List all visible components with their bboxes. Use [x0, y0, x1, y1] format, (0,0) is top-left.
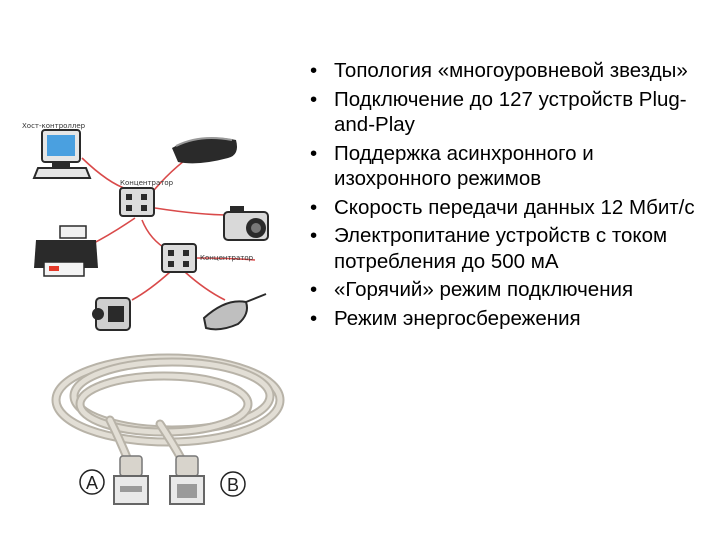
- bullet-text: Поддержка асинхронного и изохронного реж…: [334, 141, 594, 191]
- hub-2-label: Концентратор: [200, 254, 254, 262]
- bullet-item: Подключение до 127 устройств Plug-and-Pl…: [306, 87, 706, 138]
- plug-a-marker: [79, 469, 105, 495]
- plug-b-marker: [220, 471, 246, 497]
- plug-a-label: A: [86, 473, 98, 493]
- bullet-item: Электропитание устройств с током потребл…: [306, 223, 706, 274]
- bullet-text: Режим энергосбережения: [334, 306, 581, 330]
- usb-plug-a-icon: [113, 455, 149, 505]
- bullet-text: Электропитание устройств с током потребл…: [334, 224, 668, 273]
- hub-2-icon: [161, 243, 197, 273]
- usb-cable-icon: [51, 353, 285, 465]
- hub-1-icon: [119, 187, 155, 217]
- bullet-text: Топология «многоуровневой звезды»: [334, 59, 688, 82]
- host-computer-icon: [32, 129, 92, 179]
- camera-icon: [223, 206, 269, 241]
- bullet-item: Топология «многоуровневой звезды»: [306, 58, 706, 84]
- printer-icon: [34, 225, 98, 277]
- bullet-text: «Горячий» режим подключения: [334, 278, 634, 301]
- bullet-item: Режим энергосбережения: [306, 306, 706, 332]
- bullet-item: Скорость передачи данных 12 Мбит/с: [306, 195, 706, 221]
- plug-b-label: B: [227, 475, 239, 495]
- video-camera-icon: [92, 297, 131, 331]
- usb-topology-diagram: Хост-контроллер Концентратор Концентрато…: [22, 122, 285, 505]
- feature-bullet-list: Топология «многоуровневой звезды» Подклю…: [306, 58, 706, 334]
- bullet-text: Скорость передачи данных 12 Мбит/с: [334, 195, 695, 219]
- host-controller-label: Хост-контроллер: [22, 122, 86, 130]
- phone-icon: [202, 293, 267, 331]
- scanner-icon: [172, 137, 237, 164]
- bullet-text: Подключение до 127 устройств Plug-and-Pl…: [334, 87, 687, 137]
- bullet-item: Поддержка асинхронного и изохронного реж…: [306, 141, 706, 192]
- bullet-item: «Горячий» режим подключения: [306, 277, 706, 303]
- hub-1-label: Концентратор: [120, 179, 174, 187]
- usb-plug-b-icon: [169, 455, 205, 505]
